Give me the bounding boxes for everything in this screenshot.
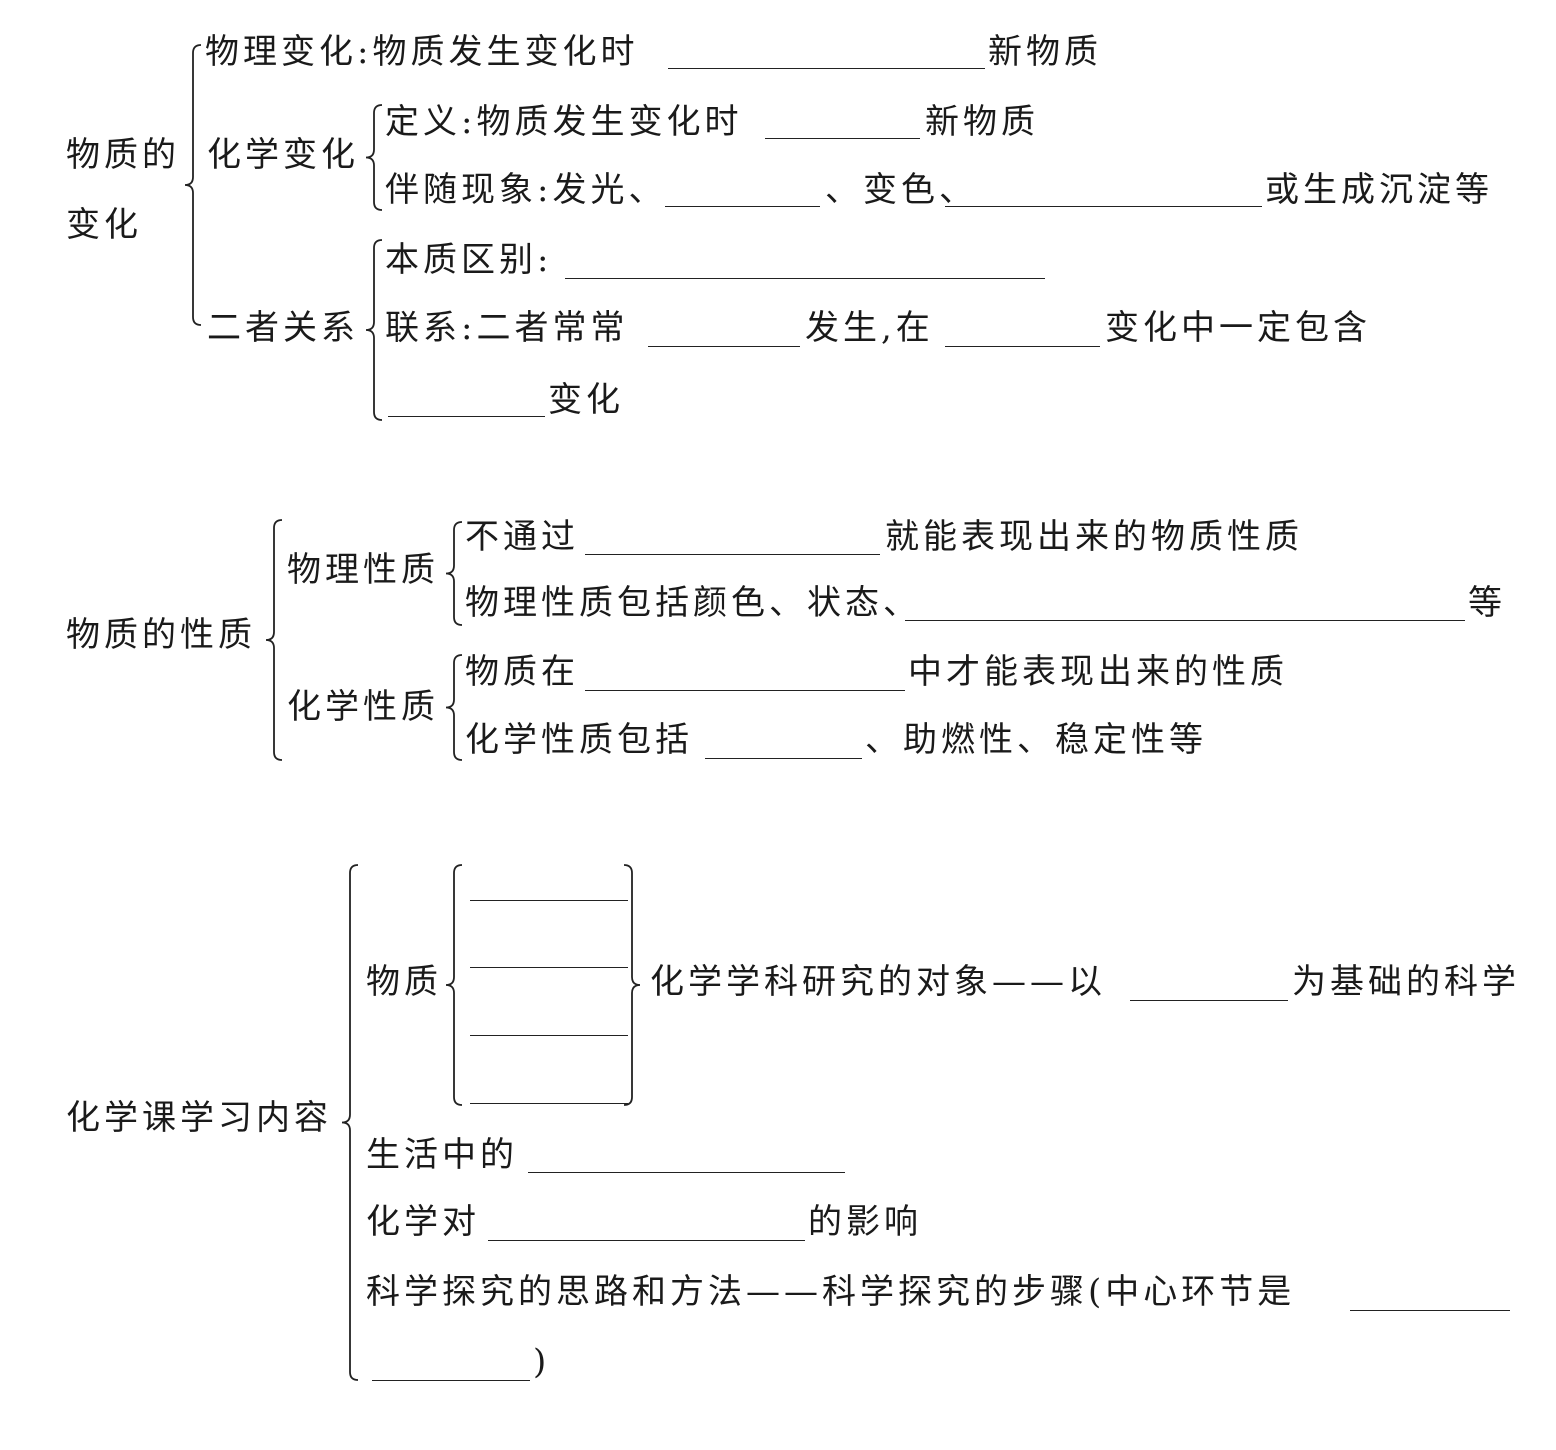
object-text: 化学学科研究的对象——以 xyxy=(650,962,1106,1002)
inquiry-text: 科学探究的思路和方法——科学探究的步骤(中心环节是 xyxy=(366,1272,1296,1312)
link2-end: 变化 xyxy=(548,380,624,420)
root-matter-change-2: 变化 xyxy=(66,205,142,245)
c2-text: 化学性质包括 xyxy=(465,720,693,760)
impact-text: 化学对 xyxy=(366,1202,480,1242)
c2-end: 、助燃性、稳定性等 xyxy=(865,720,1207,760)
brace-matter-right xyxy=(623,864,641,1106)
blank[interactable] xyxy=(388,416,545,417)
brace-chemical-property xyxy=(445,654,463,761)
object-end: 为基础的科学 xyxy=(1292,962,1520,1002)
blank[interactable] xyxy=(470,900,628,901)
p1-text: 不通过 xyxy=(465,517,579,557)
blank[interactable] xyxy=(585,690,905,691)
phenomena-end: 或生成沉淀等 xyxy=(1265,170,1493,210)
root-properties: 物质的性质 xyxy=(66,615,256,655)
blank[interactable] xyxy=(488,1240,805,1241)
chemical-property-label: 化学性质 xyxy=(287,687,439,727)
blank[interactable] xyxy=(1130,1000,1288,1001)
link-text: 联系:二者常常 xyxy=(385,308,629,348)
blank[interactable] xyxy=(668,68,985,69)
chemical-change-label: 化学变化 xyxy=(207,135,359,175)
root-course-content: 化学课学习内容 xyxy=(66,1098,332,1138)
inquiry-end: ) xyxy=(533,1342,551,1382)
p1-end: 就能表现出来的物质性质 xyxy=(885,517,1303,557)
brace-course-content xyxy=(341,864,359,1381)
brace-physical-property xyxy=(445,521,463,626)
definition-text: 定义:物质发生变化时 xyxy=(385,102,743,142)
blank[interactable] xyxy=(705,758,862,759)
brace-chemical-change xyxy=(365,104,383,211)
c1-text: 物质在 xyxy=(465,652,579,692)
blank[interactable] xyxy=(565,278,1045,279)
p2-text: 物理性质包括颜色、状态、 xyxy=(465,583,921,623)
blank[interactable] xyxy=(1350,1310,1510,1311)
life-text: 生活中的 xyxy=(366,1135,518,1175)
blank[interactable] xyxy=(945,346,1100,347)
brace-properties xyxy=(265,519,283,761)
matter-label: 物质 xyxy=(366,962,442,1002)
blank[interactable] xyxy=(470,1035,628,1036)
link-end: 变化中一定包含 xyxy=(1105,308,1371,348)
link-mid: 发生,在 xyxy=(805,308,934,348)
blank[interactable] xyxy=(470,967,628,968)
difference-text: 本质区别: xyxy=(385,240,553,280)
blank[interactable] xyxy=(665,206,820,207)
phenomena-text: 伴随现象:发光、 xyxy=(385,170,667,210)
blank[interactable] xyxy=(585,554,880,555)
p2-end: 等 xyxy=(1468,583,1506,623)
blank[interactable] xyxy=(470,1103,628,1104)
blank[interactable] xyxy=(648,346,800,347)
physical-change-end: 新物质 xyxy=(988,32,1102,72)
physical-property-label: 物理性质 xyxy=(287,550,439,590)
blank[interactable] xyxy=(528,1172,845,1173)
blank[interactable] xyxy=(905,620,1465,621)
brace-matter-left xyxy=(445,864,463,1106)
blank[interactable] xyxy=(945,206,1262,207)
physical-change-text: 物理变化:物质发生变化时 xyxy=(205,32,639,72)
definition-end: 新物质 xyxy=(925,102,1039,142)
impact-end: 的影响 xyxy=(808,1202,922,1242)
phenomena-mid: 、变色、 xyxy=(825,170,977,210)
c1-end: 中才能表现出来的性质 xyxy=(908,652,1288,692)
root-matter-change-1: 物质的 xyxy=(66,135,180,175)
blank[interactable] xyxy=(765,138,920,139)
brace-relation xyxy=(365,239,383,421)
blank[interactable] xyxy=(372,1380,530,1381)
brace-matter-change xyxy=(184,44,202,326)
relation-label: 二者关系 xyxy=(207,308,359,348)
